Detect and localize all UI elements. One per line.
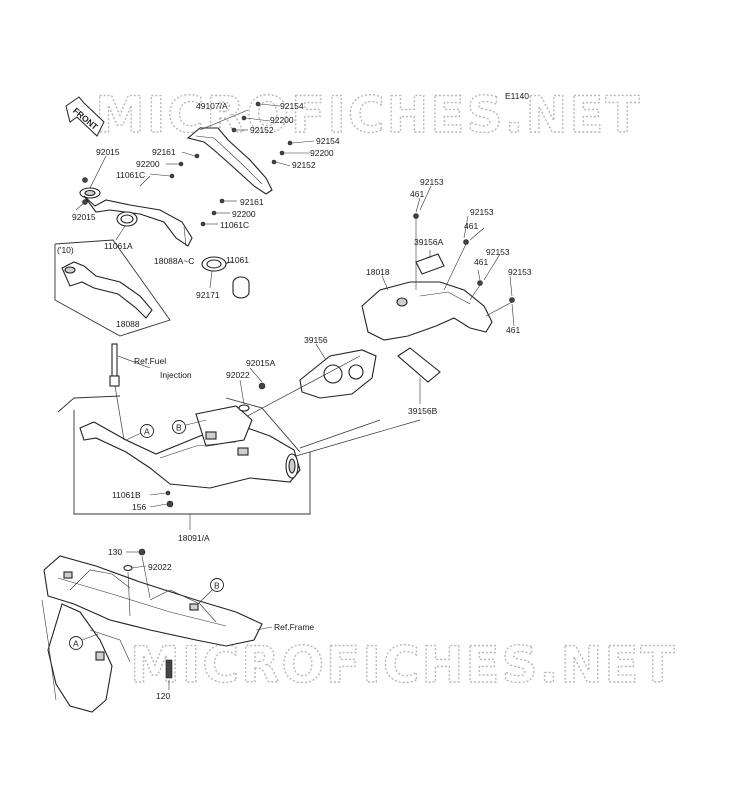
label-92015a: 92015A — [246, 358, 276, 368]
gasket-92022-frame — [123, 564, 133, 572]
label-92154-1: 92154 — [280, 101, 304, 111]
label-92154-2: 92154 — [316, 136, 340, 146]
label-461-1: 461 — [410, 189, 424, 199]
callout-b-frame: B — [197, 578, 224, 605]
diagram-code: E1140 — [505, 91, 529, 101]
label-18088a-c: 18088A~C — [154, 256, 194, 266]
bolt-92154-b — [287, 140, 293, 146]
label-49107a: 49107/A — [196, 101, 228, 111]
label-18091a: 18091/A — [178, 533, 210, 543]
label-11061a: 11061A — [104, 241, 133, 251]
label-18088: 18088 — [116, 319, 140, 329]
label-461-2: 461 — [464, 221, 478, 231]
label-92015-1: 92015 — [96, 147, 120, 157]
silencer-18091a — [79, 405, 301, 489]
label-92015-2: 92015 — [72, 212, 96, 222]
svg-text:A: A — [73, 639, 79, 649]
label-92022-2: 92022 — [148, 562, 172, 572]
label-11061c-2: 11061C — [220, 220, 249, 230]
washer-92200-a — [241, 115, 247, 121]
label-39156: 39156 — [304, 335, 328, 345]
heat-pad-39156a — [415, 253, 445, 275]
collar-11061c-b — [200, 221, 206, 227]
muffler-assembly-box — [57, 355, 421, 515]
grommet-92161-b — [219, 198, 225, 204]
o2-sensor — [109, 343, 125, 441]
label-ref-fuel: Ref.Fuel — [134, 356, 166, 366]
frame-section — [41, 555, 263, 713]
watermark-bottom: MICROFICHES.NET — [130, 636, 677, 694]
label-92152-1: 92152 — [250, 125, 274, 135]
label-92161-1: 92161 — [152, 147, 176, 157]
nut-92015a — [258, 382, 266, 390]
part-labels: 49107/A 92154 92200 92152 92154 92200 92… — [72, 101, 532, 701]
svg-text:B: B — [176, 423, 182, 433]
bolt-120 — [165, 659, 173, 679]
label-92200-4: 92200 — [232, 209, 256, 219]
gasket-11061a — [116, 211, 138, 227]
heat-pad-39156b — [397, 347, 441, 383]
label-92152-2: 92152 — [292, 160, 316, 170]
watermark-top: MICROFICHES.NET — [95, 86, 642, 144]
nut-92015-top — [82, 177, 88, 183]
label-ref-injection: Injection — [160, 370, 192, 380]
muffler-cover-18018 — [361, 281, 493, 341]
washer-92200-c — [178, 161, 184, 167]
label-18018: 18018 — [366, 267, 390, 277]
label-92153-2: 92153 — [470, 207, 494, 217]
label-92200-2: 92200 — [310, 148, 334, 158]
callout-a-frame: A — [69, 633, 99, 650]
clamp-92171 — [201, 256, 227, 272]
label-92161-2: 92161 — [240, 197, 264, 207]
heat-shield-49107a — [186, 127, 273, 195]
label-39156a: 39156A — [414, 237, 444, 247]
exhaust-header-pipe — [79, 187, 193, 247]
label-92022-1: 92022 — [226, 370, 250, 380]
bolt-130 — [138, 548, 146, 556]
label-ref-frame: Ref.Frame — [274, 622, 314, 632]
bolt-461-b — [463, 239, 469, 245]
label-92200-1: 92200 — [270, 115, 294, 125]
gasket-92022 — [238, 404, 250, 412]
label-461-4: 461 — [506, 325, 520, 335]
gasket-11061 — [232, 276, 250, 299]
label-92153-3: 92153 — [486, 247, 510, 257]
label-461-3: 461 — [474, 257, 488, 267]
collar-11061c-a — [169, 173, 175, 179]
svg-text:A: A — [144, 427, 150, 437]
svg-text:B: B — [214, 581, 220, 591]
collar-92152-b — [271, 159, 277, 165]
label-39156b: 39156B — [408, 406, 438, 416]
washer-92200-d — [211, 210, 217, 216]
label-11061: 11061 — [226, 255, 249, 265]
washer-92200-b — [279, 150, 285, 156]
label-92200-3: 92200 — [136, 159, 160, 169]
year-note: ('10) — [57, 245, 74, 255]
variant-box-2010: ('10) — [54, 239, 171, 337]
bolt-92154-a — [255, 101, 261, 107]
label-92153-1: 92153 — [420, 177, 444, 187]
label-120: 120 — [156, 691, 170, 701]
bolt-461-d — [509, 297, 515, 303]
collar-92152-a — [231, 127, 237, 133]
bolt-461-c — [477, 280, 483, 286]
callout-a-mid: A — [125, 424, 154, 441]
grommet-92161-a — [194, 153, 200, 159]
label-11061b: 11061B — [112, 490, 141, 500]
callout-b-mid: B — [172, 419, 207, 434]
label-156: 156 — [132, 502, 146, 512]
label-11061c-1: 11061C — [116, 170, 145, 180]
label-130: 130 — [108, 547, 122, 557]
bolt-156 — [166, 500, 174, 508]
insulator-39156 — [299, 349, 377, 399]
label-92153-4: 92153 — [508, 267, 532, 277]
label-92171: 92171 — [196, 290, 220, 300]
collar-11061b — [165, 490, 171, 496]
